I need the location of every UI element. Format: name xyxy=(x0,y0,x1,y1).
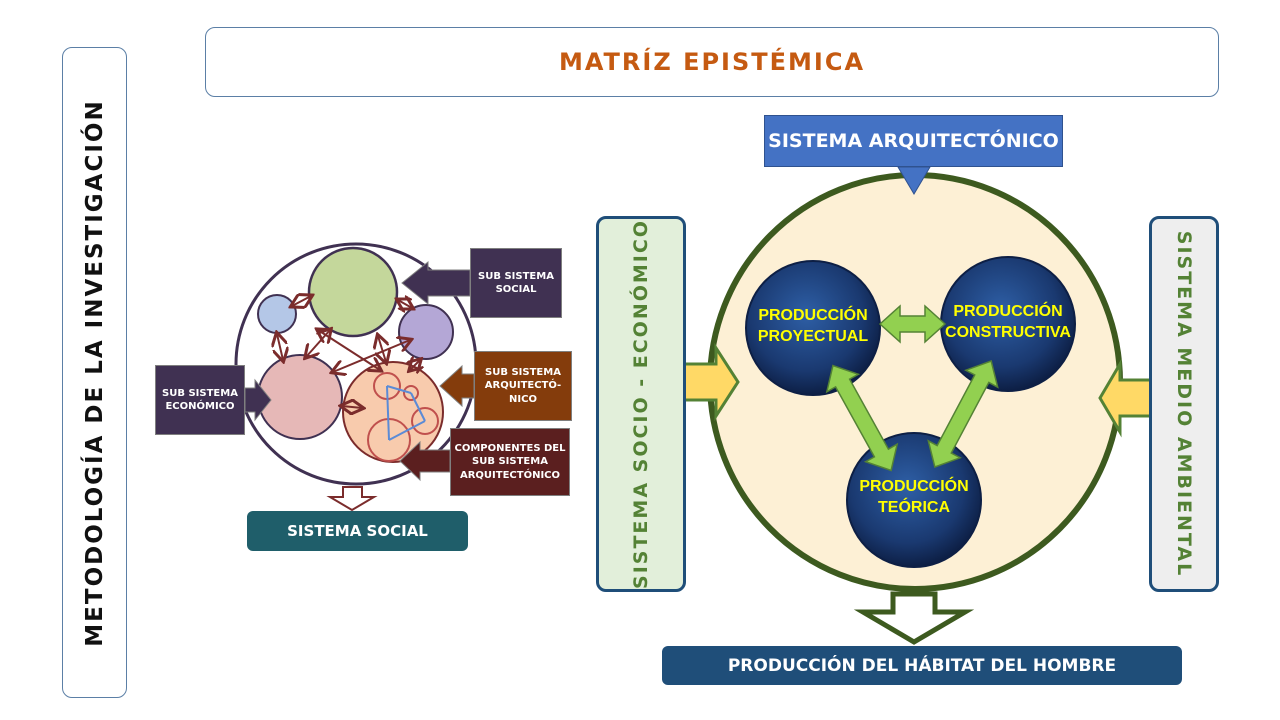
arq-label-arrow xyxy=(897,166,931,195)
sub-social-circle xyxy=(307,246,399,338)
pointer-sub-social xyxy=(401,260,471,306)
sub-arq-tag: SUB SISTEMA ARQUITECTÓ-NICO xyxy=(474,351,572,421)
arrow-to-sistema-social xyxy=(326,486,378,512)
arrow-proyectual-constructiva xyxy=(878,304,947,344)
pointer-componentes xyxy=(399,440,451,482)
socio-economico-text: SISTEMA SOCIO - ECONÓMICO xyxy=(630,219,652,589)
socio-economico-panel: SISTEMA SOCIO - ECONÓMICO xyxy=(596,216,686,592)
sub-social-tag: SUB SISTEMA SOCIAL xyxy=(470,248,562,318)
sub-economico-circle xyxy=(257,354,343,440)
medio-ambiental-panel: SISTEMA MEDIO AMBIENTAL xyxy=(1149,216,1219,592)
node-teorica-label: PRODUCCIÓN TEÓRICA xyxy=(859,478,969,516)
habitat-label: PRODUCCIÓN DEL HÁBITAT DEL HOMBRE xyxy=(662,646,1182,685)
arrow-to-habitat xyxy=(853,591,975,645)
small-blue-circle xyxy=(257,294,297,334)
side-title-panel: METODOLOGÍA DE LA INVESTIGACIÓN xyxy=(62,47,127,698)
sistema-arquitectonico-label: SISTEMA ARQUITECTÓNICO xyxy=(764,115,1063,167)
relation-arrows xyxy=(277,296,420,408)
arrow-constructiva-teorica xyxy=(927,360,999,468)
medio-ambiental-text: SISTEMA MEDIO AMBIENTAL xyxy=(1173,230,1195,578)
componentes-tag: COMPONENTES DEL SUB SISTEMA ARQUITECTÓNI… xyxy=(450,428,570,496)
node-proyectual-label: PRODUCCIÓN PROYECTUAL xyxy=(757,307,869,345)
component-links xyxy=(386,385,426,441)
sub-eco-tag: SUB SISTEMA ECONÓMICO xyxy=(155,365,245,435)
pointer-sub-eco xyxy=(244,378,272,422)
node-constructiva-label: PRODUCCIÓN CONSTRUCTIVA xyxy=(945,303,1071,341)
pointer-sub-arq xyxy=(439,364,475,408)
node-proyectual-sphere xyxy=(745,260,881,396)
arrow-proyectual-teorica xyxy=(825,364,899,472)
sistema-social-label: SISTEMA SOCIAL xyxy=(247,511,468,551)
main-title: MATRÍZ EPISTÉMICA xyxy=(205,27,1219,97)
purple-circle xyxy=(398,304,454,360)
